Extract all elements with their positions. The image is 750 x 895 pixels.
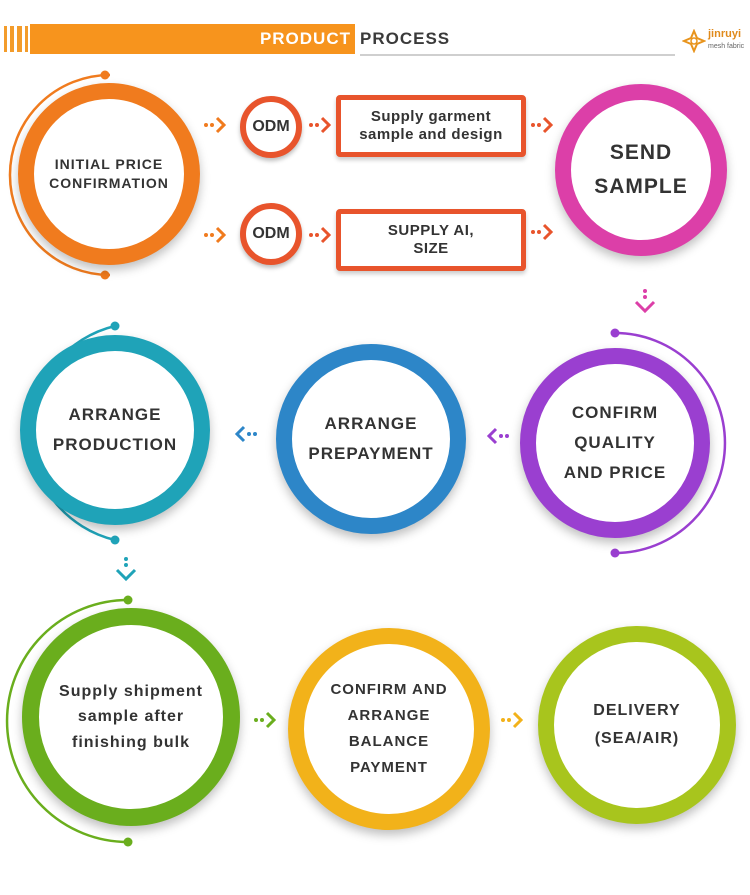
step-confirm-quality-price: CONFIRM QUALITY AND PRICE (520, 348, 710, 538)
arrow-right-icon (204, 116, 227, 134)
logo-icon (682, 29, 706, 53)
pill-supply-garment: Supply garment sample and design (336, 95, 526, 157)
prepayment-line-1: ARRANGE (324, 414, 418, 434)
odm-bottom: ODM (240, 203, 302, 265)
delivery-line-2: (SEA/AIR) (594, 730, 680, 747)
shipment-line-3: finishing bulk (72, 733, 190, 751)
logo-name: jinruyi (708, 28, 742, 40)
production-line-2: PRODUCTION (52, 435, 178, 454)
arrow-down-icon (115, 557, 137, 582)
pill-supply-ai-size: SUPPLY AI, SIZE (336, 209, 526, 271)
shipment-line-1: Supply shipment (59, 682, 203, 700)
arrow-left-icon (486, 427, 509, 445)
production-line-1: ARRANGE (68, 405, 162, 425)
confirm-line-2: QUALITY (574, 433, 656, 453)
step-confirm-arrange-balance: CONFIRM AND ARRANGE BALANCE PAYMENT (288, 628, 490, 830)
arrow-right-icon (309, 226, 332, 244)
step-initial-price-confirmation: INITIAL PRICE CONFIRMATION (18, 83, 200, 265)
send-line-2: SAMPLE (594, 175, 688, 198)
title-underline (360, 54, 675, 56)
header-stripe (4, 26, 7, 52)
initial-line-1: INITIAL PRICE (54, 156, 164, 173)
pill-bottom-line-2: SIZE (413, 240, 449, 257)
arrow-down-icon (634, 289, 656, 314)
step-send-sample: SEND SAMPLE (555, 84, 727, 256)
arrow-right-icon (309, 116, 332, 134)
step-delivery: DELIVERY (SEA/AIR) (538, 626, 736, 824)
balance-line-4: PAYMENT (350, 759, 428, 777)
shipment-line-2: sample after (77, 708, 185, 726)
arrow-left-icon (234, 425, 257, 443)
delivery-line-1: DELIVERY (593, 702, 681, 719)
arrow-right-icon (204, 226, 227, 244)
pill-bottom-line-1: SUPPLY AI, (387, 222, 475, 239)
confirm-line-3: AND PRICE (563, 462, 667, 482)
arrow-right-icon (501, 711, 524, 729)
arrow-right-icon (254, 711, 277, 729)
header: PRODUCT PROCESS jinruyi mesh fabric (0, 24, 750, 56)
initial-line-2: CONFIRMATION (49, 175, 169, 191)
header-stripe (10, 26, 14, 52)
balance-line-2: ARRANGE (347, 706, 431, 724)
logo-subtitle: mesh fabric (708, 43, 745, 50)
arrow-right-icon (531, 223, 554, 241)
odm-top: ODM (240, 96, 302, 158)
step-arrange-production: ARRANGE PRODUCTION (20, 335, 210, 525)
arrow-right-icon (531, 116, 554, 134)
send-line-1: SEND (609, 141, 673, 165)
pill-top-line-1: Supply garment (370, 108, 492, 125)
balance-line-1: CONFIRM AND (330, 680, 448, 698)
confirm-line-1: CONFIRM (571, 403, 659, 423)
page-title-rest: PROCESS (360, 29, 451, 48)
pill-top-line-2: sample and design (359, 126, 503, 143)
step-supply-shipment-sample: Supply shipment sample after finishing b… (22, 608, 240, 826)
header-stripe (25, 26, 28, 52)
balance-line-3: BALANCE (348, 733, 430, 750)
header-stripe (17, 26, 22, 52)
page-title-highlight: PRODUCT (30, 24, 355, 54)
step-arrange-prepayment: ARRANGE PREPAYMENT (276, 344, 466, 534)
logo: jinruyi mesh fabric (680, 24, 750, 58)
prepayment-line-2: PREPAYMENT (308, 444, 434, 463)
